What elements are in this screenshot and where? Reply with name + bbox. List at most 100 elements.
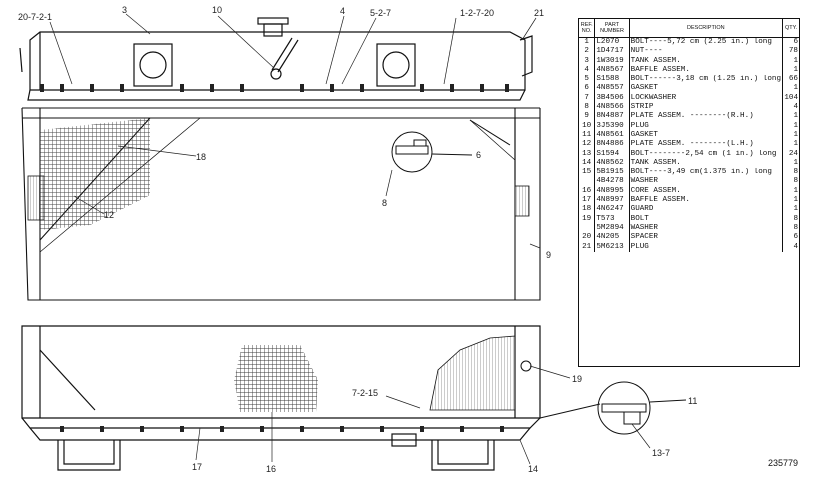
header-ref-no: REF. NO.: [579, 19, 596, 38]
leader-lines: [49, 13, 651, 465]
description-cell: BOLT: [629, 214, 784, 224]
part-number-cell: 4B4278: [594, 177, 630, 187]
qty-cell: 1: [793, 196, 798, 205]
part-number-cell: 8N4887: [594, 112, 630, 122]
header-qty: QTY.: [782, 19, 799, 38]
description-cell: CORE ASSEM.: [629, 186, 784, 197]
qty-cell: 4: [793, 103, 798, 112]
callout-10: 10: [212, 5, 222, 15]
part-number-cell: 4N8997: [594, 196, 630, 206]
part-number-cell: 4N8557: [594, 84, 630, 94]
bottom-flange-bolts: [60, 426, 504, 432]
ref-cell: 19: [579, 214, 596, 224]
top-flange-bolts: [40, 84, 509, 92]
part-number-cell: 4N205: [594, 233, 630, 243]
description-cell: GASKET: [629, 84, 784, 94]
callout-20-7-2-1: 20-7-2-1: [18, 12, 52, 22]
description-cell: TANK ASSEM.: [629, 158, 784, 169]
description-cell: SPACER: [629, 233, 784, 243]
part-number-cell: T573: [594, 214, 630, 224]
right-guard: [514, 185, 530, 217]
part-number-cell: 4N8561: [594, 130, 630, 141]
qty-cell: 66: [788, 75, 798, 84]
description-cell: TANK ASSEM.: [629, 56, 784, 66]
callout-4: 4: [340, 6, 345, 16]
description-cell: BAFFLE ASSEM.: [629, 65, 784, 76]
qty-cell: 24: [788, 149, 798, 158]
callout-labels: 20-7-2-1 3 10 4 5-2-7 1-2-7-20 21 18 6 8…: [18, 5, 697, 474]
qty-cell: 4: [793, 242, 798, 251]
part-number-cell: 5M6213: [594, 242, 630, 252]
qty-cell: 1: [793, 205, 798, 214]
description-cell: WASHER: [629, 223, 784, 234]
top-tank: [19, 17, 533, 101]
left-guard: [27, 118, 150, 230]
description-cell: WASHER: [629, 177, 784, 187]
qty-cell: 1: [793, 158, 798, 167]
part-number-cell: L2070: [594, 37, 630, 48]
part-number-cell: 3J5390: [594, 121, 630, 131]
ref-cell: 5: [579, 75, 596, 85]
part-number-cell: 5B1915: [594, 168, 630, 178]
ref-cell: [579, 223, 596, 234]
part-number-cell: 4N8567: [594, 65, 630, 76]
ref-cell: 18: [579, 205, 596, 215]
ref-cell: 7: [579, 93, 596, 104]
part-number-cell: S1594: [594, 149, 630, 159]
callout-17: 17: [192, 462, 202, 472]
description-cell: BOLT----3,49 cm(1.375 in.) long: [629, 168, 784, 178]
gasket-detail-circle-lower: [520, 360, 687, 435]
qty-cell: 1: [793, 112, 798, 121]
description-cell: LOCKWASHER: [629, 93, 784, 104]
part-number-cell: 3B4506: [594, 93, 630, 104]
description-cell: BOLT------3,18 cm (1.25 in.) long: [629, 75, 784, 85]
ref-cell: 8: [579, 103, 596, 113]
ref-cell: 9: [579, 112, 596, 122]
parts-table-header: REF. NO. PART NUMBER DESCRIPTION QTY.: [579, 19, 799, 38]
callout-3: 3: [122, 5, 127, 15]
ref-cell: 12: [579, 140, 596, 150]
callout-5-2-7: 5-2-7: [370, 8, 391, 18]
description-cell: PLUG: [629, 242, 784, 252]
callout-19: 19: [572, 374, 582, 384]
ref-cell: 16: [579, 186, 596, 197]
ref-cell: 2: [579, 47, 596, 57]
ref-cell: 4: [579, 65, 596, 76]
qty-cell: 1: [793, 56, 798, 65]
header-part-number: PART NUMBER: [594, 19, 630, 38]
ref-cell: 21: [579, 242, 596, 252]
qty-cell: 6: [793, 38, 798, 46]
description-cell: BOLT--------2,54 cm (1 in.) long: [629, 149, 784, 159]
ref-cell: 3: [579, 56, 596, 66]
qty-cell: 1: [793, 84, 798, 93]
qty-cell: 78: [788, 47, 798, 56]
bottom-baffle: [429, 335, 516, 411]
qty-cell: 6: [793, 233, 798, 242]
gasket-detail-circle: [391, 119, 511, 173]
qty-cell: 8: [793, 223, 798, 232]
part-number-cell: 4N6247: [594, 205, 630, 215]
description-cell: NUT----: [629, 47, 784, 57]
qty-cell: 1: [793, 140, 798, 149]
part-number-cell: 8N4886: [594, 140, 630, 150]
callout-16: 16: [266, 464, 276, 474]
ref-cell: 14: [579, 158, 596, 169]
part-number-cell: 4N8566: [594, 103, 630, 113]
ref-cell: 20: [579, 233, 596, 243]
description-cell: PLATE ASSEM. --------(L.H.): [629, 140, 784, 150]
callout-21: 21: [534, 8, 544, 18]
